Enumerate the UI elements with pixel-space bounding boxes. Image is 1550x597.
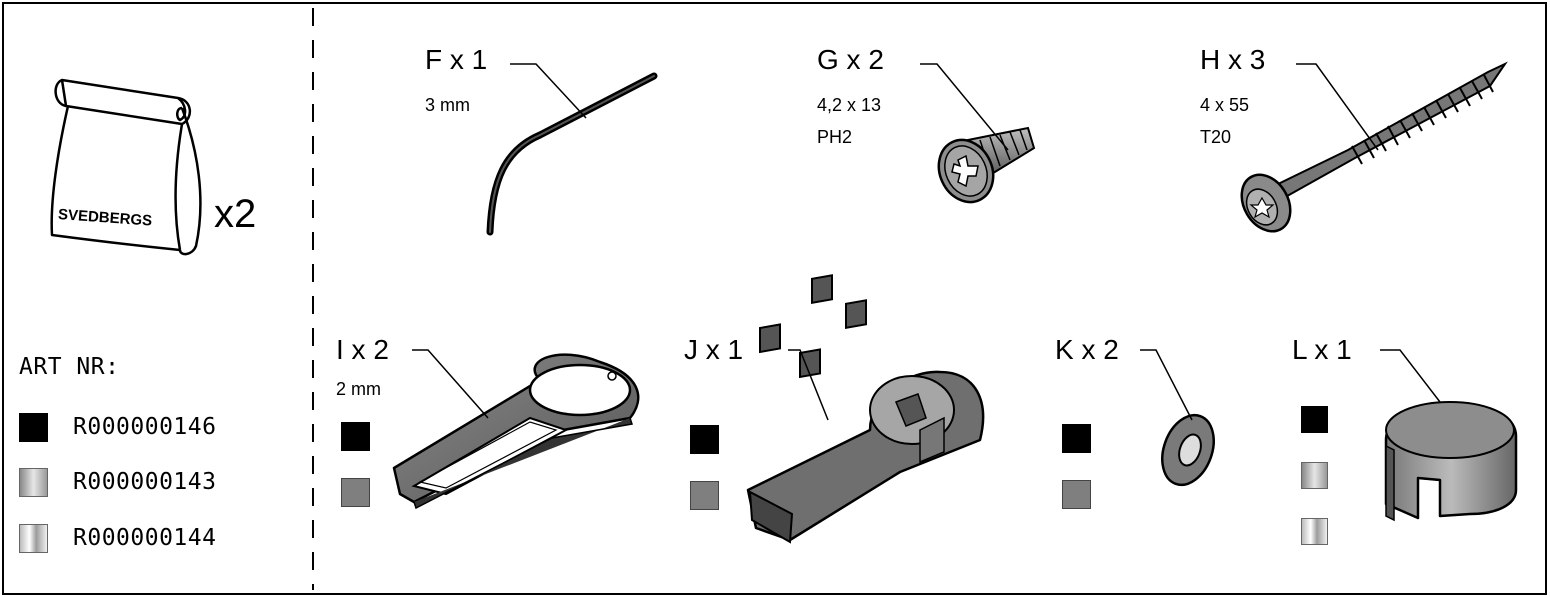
part-I-swatch-black — [341, 422, 370, 451]
leader-line-J — [788, 349, 829, 421]
bag-brand-text: SVEDBERGS — [58, 206, 153, 230]
article-code-gray: R000000143 — [73, 469, 217, 495]
part-L-swatch-gray-gradient — [1301, 462, 1328, 489]
leader-line-I — [412, 349, 489, 419]
part-J-swatch-black — [690, 425, 719, 454]
article-code-black: R000000146 — [73, 414, 217, 440]
washer-icon — [1161, 413, 1215, 487]
part-J-label: J x 1 — [684, 334, 744, 365]
part-G-spec-size: 4,2 x 13 — [817, 95, 882, 115]
swatch-chrome — [19, 524, 48, 553]
wood-screw-icon — [1240, 61, 1508, 233]
bag-icon — [50, 78, 202, 256]
part-F-label: F x 1 — [425, 44, 488, 75]
part-L-swatch-black — [1301, 406, 1328, 433]
leader-line-H — [1296, 63, 1379, 151]
leader-line-L — [1380, 349, 1441, 403]
swatch-gray-gradient — [19, 468, 48, 497]
swatch-black — [19, 413, 48, 442]
part-G-label: G x 2 — [817, 44, 884, 75]
part-H-label: H x 3 — [1200, 44, 1266, 75]
part-L-swatch-chrome — [1301, 518, 1328, 545]
part-I-label: I x 2 — [336, 334, 389, 365]
art-nr-heading: ART NR: — [19, 354, 120, 380]
bracket-plate-icon — [392, 353, 640, 510]
part-F-spec: 3 mm — [425, 95, 470, 115]
part-K-swatch-black — [1062, 424, 1091, 453]
part-H-spec-drive: T20 — [1200, 127, 1232, 147]
leader-line-F — [510, 63, 587, 119]
allen-key-icon — [486, 72, 658, 236]
leader-line-G — [920, 63, 1009, 151]
leader-line-K — [1140, 349, 1193, 421]
part-G-spec-drive: PH2 — [817, 127, 853, 147]
clip-fitting-icon — [746, 274, 985, 544]
part-I-swatch-gray — [341, 478, 370, 507]
part-K-label: K x 2 — [1055, 334, 1119, 365]
part-J-swatch-gray — [690, 481, 719, 510]
part-H-spec-size: 4 x 55 — [1200, 95, 1250, 115]
part-L-label: L x 1 — [1292, 334, 1352, 365]
part-K-swatch-gray — [1062, 480, 1091, 509]
countersunk-screw-icon — [937, 126, 1036, 204]
bag-quantity: x2 — [214, 192, 257, 236]
cap-icon — [1384, 401, 1518, 522]
part-I-spec: 2 mm — [336, 379, 381, 399]
article-code-chrome: R000000144 — [73, 525, 217, 551]
